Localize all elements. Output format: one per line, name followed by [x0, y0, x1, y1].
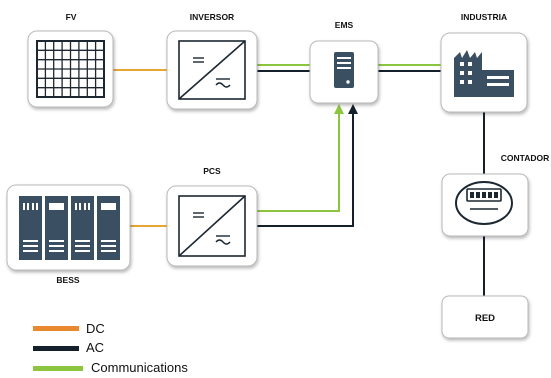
ac-line-pcs-ems [257, 112, 354, 227]
bess-label: BESS [56, 275, 79, 285]
server-icon [334, 52, 354, 88]
fv-label: FV [66, 12, 77, 22]
inverter-icon [178, 40, 246, 100]
pcs-label: PCS [203, 166, 221, 176]
inverter-icon [178, 195, 246, 257]
industria-label: INDUSTRIA [461, 12, 507, 22]
fv-node: FV [27, 12, 114, 108]
industria-node: INDUSTRIA [440, 12, 528, 113]
ems-node: EMS [309, 20, 379, 104]
red-box [441, 295, 529, 339]
solar-panel-icon [36, 40, 105, 98]
legend-label-dc: DC [86, 321, 105, 336]
red-label: RED [475, 313, 495, 324]
pcs-node: PCS [166, 166, 258, 267]
communications-swatch [33, 366, 83, 371]
legend-label-ac: AC [86, 340, 105, 355]
comms-line-pcs-ems [257, 112, 340, 212]
ac-swatch [33, 346, 79, 351]
inversor-node: INVERSOR [166, 12, 258, 110]
legend-label-communications: Communications [91, 360, 188, 375]
inversor-label: INVERSOR [190, 12, 234, 22]
comms-arrowhead [334, 104, 344, 114]
contador-node: CONTADOR [441, 153, 549, 237]
red-node: RED [441, 295, 529, 339]
battery-cabinets-icon [19, 196, 120, 260]
factory-icon [454, 50, 514, 97]
contador-label: CONTADOR [501, 153, 549, 163]
connection-lines [113, 64, 485, 296]
dc-swatch [33, 326, 79, 331]
ac-arrowhead [348, 104, 358, 114]
bess-node: BESS [6, 184, 131, 285]
meter-icon [455, 181, 513, 225]
ems-label: EMS [335, 20, 354, 30]
